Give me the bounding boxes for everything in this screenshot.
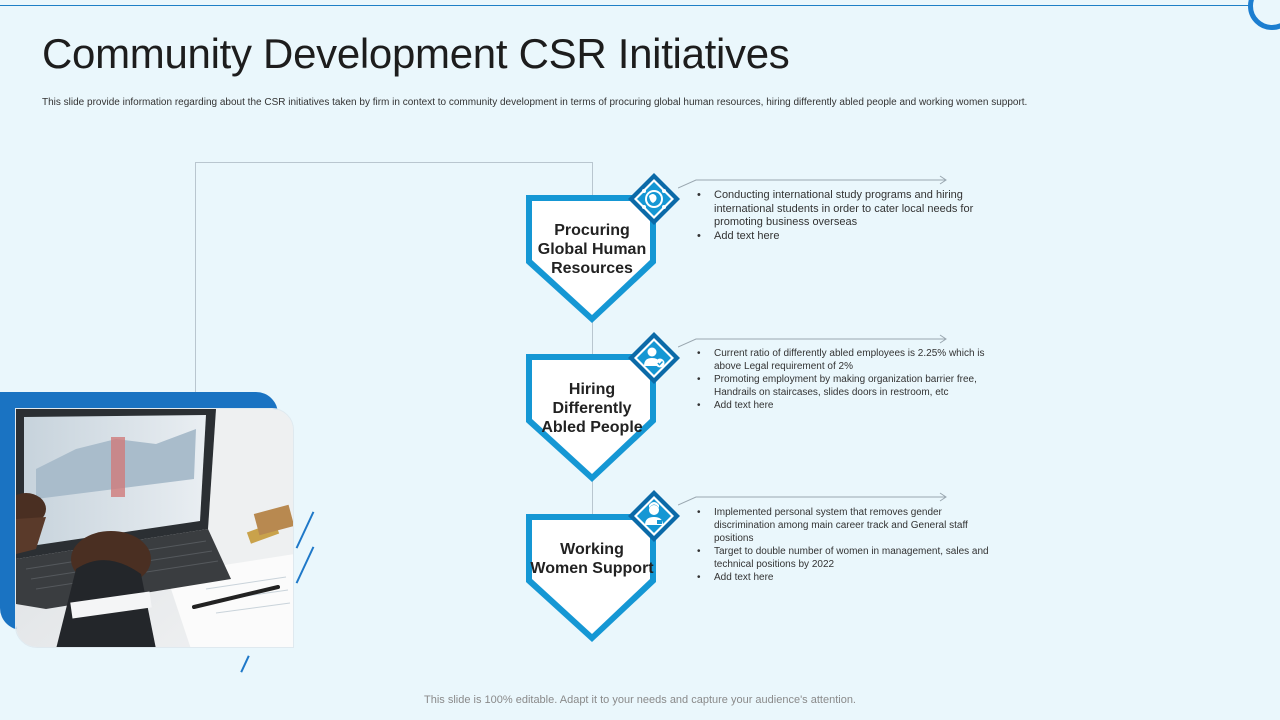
initiative-shield: Working Women Support [524, 512, 664, 672]
corner-ring-decoration [1248, 0, 1280, 30]
shield-shape [526, 514, 656, 642]
shield-shape [526, 354, 656, 482]
bullet-item: Current ratio of differently abled emplo… [697, 347, 987, 373]
decorative-slash [240, 655, 250, 673]
arrow-right-icon [678, 492, 947, 506]
shield-shape [526, 195, 656, 323]
bullet-item: Add text here [697, 399, 987, 412]
bullet-item: Add text here [697, 230, 977, 244]
slide-title: Community Development CSR Initiatives [42, 30, 790, 77]
globe-network-icon [628, 173, 680, 225]
bullet-item: Add text here [697, 571, 997, 584]
bullet-item: Implemented personal system that removes… [697, 506, 997, 545]
woman-worker-icon [628, 490, 680, 542]
arrow-right-icon [678, 175, 947, 189]
bullet-item: Promoting employment by making organizat… [697, 373, 987, 399]
bullet-item: Target to double number of women in mana… [697, 545, 997, 571]
laptop-photo [15, 408, 294, 648]
initiative-label: Procuring Global Human Resources [537, 222, 647, 277]
initiative-bullets: Conducting international study programs … [697, 189, 977, 243]
initiative-bullets: Current ratio of differently abled emplo… [697, 347, 987, 412]
arrow-right-icon [678, 334, 947, 348]
footer-note: This slide is 100% editable. Adapt it to… [424, 694, 856, 706]
initiative-shield: Hiring Differently Abled People [524, 352, 664, 512]
initiative-bullets: Implemented personal system that removes… [697, 506, 997, 584]
initiative-label: Working Women Support [530, 541, 654, 577]
slide-subtitle: This slide provide information regarding… [42, 97, 1028, 108]
user-check-icon [628, 332, 680, 384]
initiative-shield: Procuring Global Human Resources [524, 193, 664, 353]
top-rule [0, 5, 1250, 6]
bullet-item: Conducting international study programs … [697, 189, 977, 230]
initiative-label: Hiring Differently Abled People [541, 381, 643, 436]
